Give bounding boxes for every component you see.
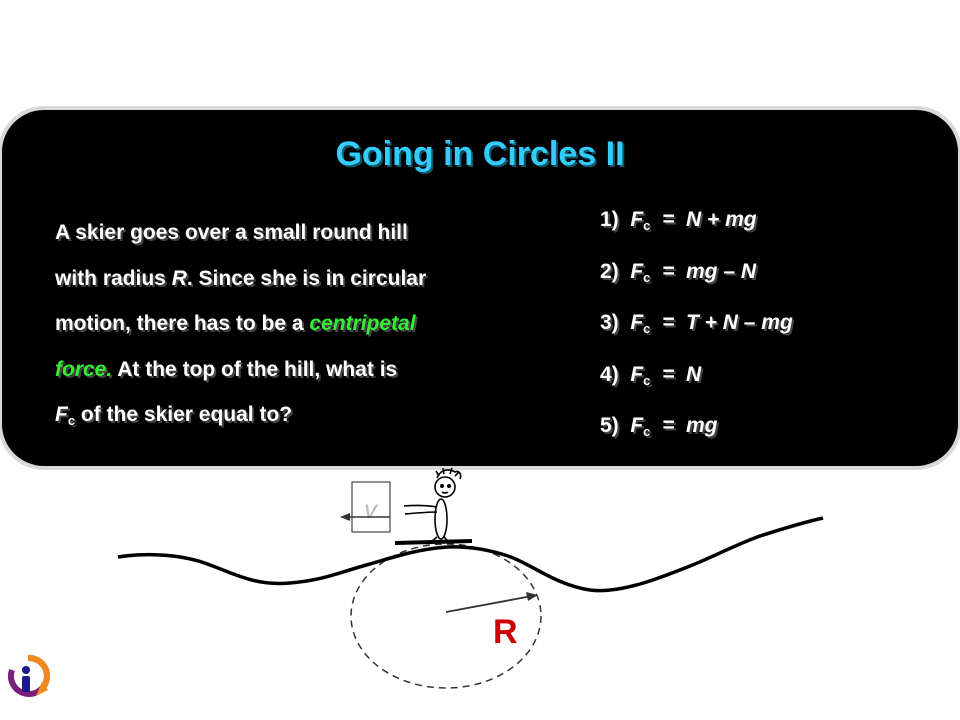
question-text: A skier goes over a small round hill wit… [55, 210, 555, 444]
velocity-box [351, 481, 391, 533]
choice-4: 4) Fc = N [600, 362, 702, 388]
slide-title: Going in Circles II [335, 135, 625, 173]
radius-label: R [493, 613, 518, 651]
question-line-4: force. At the top of the hill, what is [55, 357, 398, 381]
choice-1: 1) Fc = N + mg [600, 208, 757, 233]
question-line-3: motion, there has to be a centripetal [55, 312, 416, 335]
answer-choices: 1) Fc = N + mg 2) Fc = mg – N 3) Fc = T … [600, 198, 793, 456]
clicker-logo-icon [8, 654, 50, 697]
choice-5: 5) Fc = mg [600, 414, 718, 439]
hill-ground-line [117, 516, 824, 593]
choice-2: 2) Fc = mg – N [600, 259, 757, 285]
velocity-arrowhead [340, 513, 350, 521]
choice-3: 3) Fc = T + N – mg [600, 311, 793, 336]
skier-figure [394, 467, 473, 545]
radius-arrow [445, 595, 533, 613]
velocity-label: v [364, 494, 379, 524]
question-line-2: with radius R. Since she is in circular [55, 266, 427, 290]
hill-radius-circle [350, 543, 542, 689]
centripetal-term: centripetal [309, 312, 416, 335]
force-term: force. [55, 357, 113, 381]
question-panel [2, 110, 958, 466]
question-line-5: Fc of the skier equal to? [55, 403, 293, 428]
question-line-1: A skier goes over a small round hill [55, 221, 408, 244]
radius-arrowhead [526, 592, 538, 601]
